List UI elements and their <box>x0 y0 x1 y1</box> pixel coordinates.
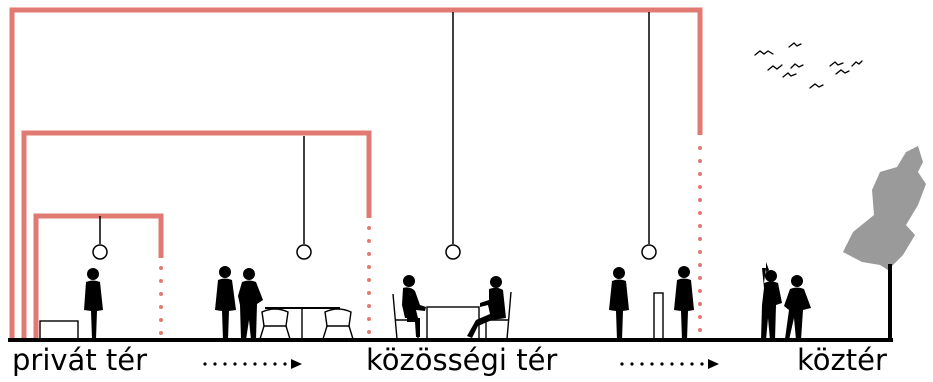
furniture <box>39 291 664 340</box>
column-icon <box>653 292 664 340</box>
middle-dotted-wall <box>367 226 371 334</box>
person-icon <box>402 275 426 337</box>
lamp-icon <box>296 136 312 260</box>
outer-frame <box>9 7 703 340</box>
middle-frame <box>21 130 372 340</box>
bed-icon <box>39 320 79 340</box>
person-icon <box>761 262 782 340</box>
birds-icon <box>754 42 863 89</box>
inner-frame <box>33 213 164 340</box>
person-icon <box>784 275 811 340</box>
lamp-icon <box>92 216 108 260</box>
dotted-walls <box>159 146 702 335</box>
dotted-arrow-icon <box>620 359 719 369</box>
label-public-space: köztér <box>797 343 887 377</box>
person-icon <box>609 267 629 340</box>
dotted-arrow-icon <box>203 359 302 369</box>
person-icon <box>84 268 103 339</box>
person-icon <box>215 266 236 340</box>
lamp-icon <box>641 12 657 260</box>
inner-dotted-wall <box>159 266 163 335</box>
pendant-lamps <box>92 12 657 260</box>
person-icon <box>238 268 263 340</box>
cafe-table-icon <box>259 307 354 340</box>
label-community-space: közösségi tér <box>366 343 558 377</box>
person-icon <box>674 266 694 340</box>
outer-dotted-wall <box>698 146 702 332</box>
frames <box>9 7 703 340</box>
people <box>84 262 811 340</box>
label-private-space: privát tér <box>12 343 148 377</box>
person-icon <box>467 276 506 338</box>
tree-icon <box>843 146 926 340</box>
lamp-icon <box>445 12 461 260</box>
